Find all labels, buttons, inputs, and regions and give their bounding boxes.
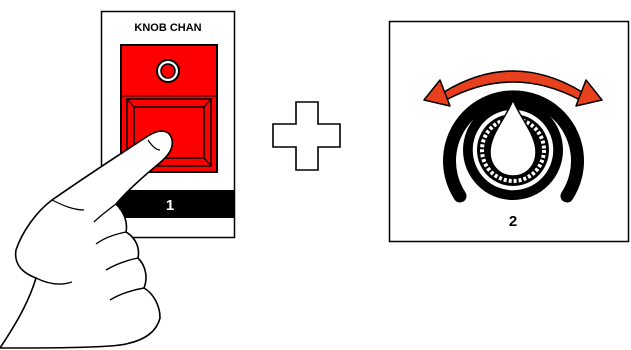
step-1-number: 1 <box>166 197 174 214</box>
plus-icon <box>273 102 340 170</box>
hand-pointer-icon <box>0 131 172 348</box>
knob-box: 2 <box>390 22 629 242</box>
knob-chan-panel: KNOB CHAN 1 <box>102 12 235 238</box>
panel-title: KNOB CHAN <box>134 22 201 34</box>
led-indicator-icon <box>157 60 179 82</box>
step-2-number: 2 <box>509 213 517 230</box>
